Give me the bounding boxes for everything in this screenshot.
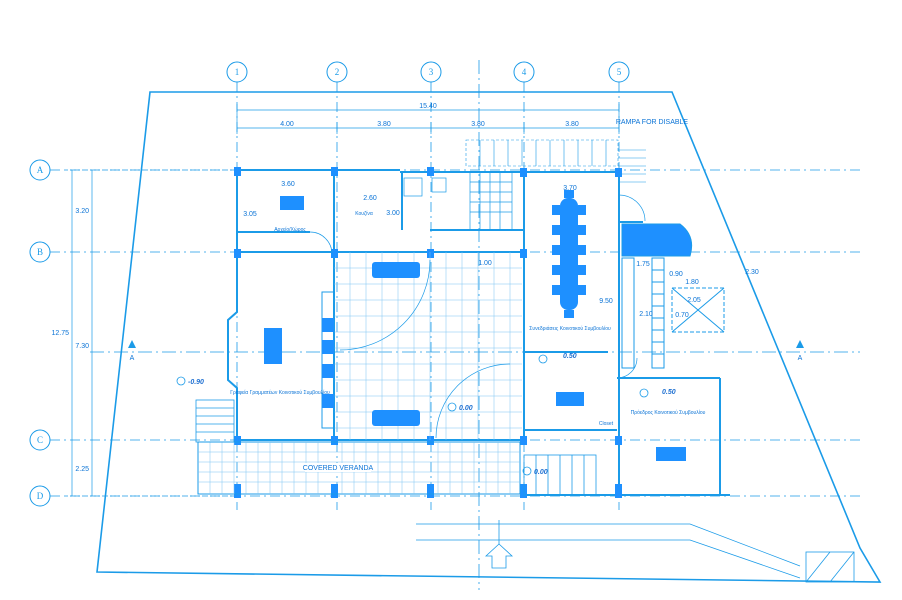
dim-vertical-3: 2.25 <box>75 466 89 473</box>
grid-row-b: B <box>37 247 43 257</box>
dim-room-7: 9.50 <box>599 298 613 305</box>
grid-col-2: 2 <box>335 67 340 77</box>
grid-col-5: 5 <box>617 67 622 77</box>
hall-floor-grid <box>334 252 522 440</box>
room-office-right: Πρόεδρος Κοινοτικού Συμβουλίου <box>631 409 706 416</box>
room-archive: Αρχείο/Χώρος <box>274 226 306 233</box>
dim-span-2: 3.80 <box>377 121 391 128</box>
elevation-office-right: 0.50 <box>662 389 676 396</box>
door-swings <box>309 194 646 439</box>
building-walls <box>227 169 730 496</box>
dim-room-4: 3.00 <box>386 210 400 217</box>
grid-col-4: 4 <box>522 67 527 77</box>
closet-label: Closet <box>599 421 614 427</box>
elevation-left: -0.90 <box>188 379 204 386</box>
dim-total-vertical: 12.75 <box>51 330 69 337</box>
dim-span-4: 3.80 <box>565 121 579 128</box>
dim-room-2: 2.60 <box>363 195 377 202</box>
dim-room-14: 2.30 <box>745 269 759 276</box>
dim-room-8: 1.75 <box>636 261 650 268</box>
room-office-left: Γραφεία Γραμματέων Κοινοτικού Συμβουλίου <box>230 389 330 396</box>
top-stairs <box>465 139 646 183</box>
grid-row-c: C <box>37 435 43 445</box>
dim-vertical-2: 7.30 <box>75 343 89 350</box>
section-a-right: A <box>798 355 803 362</box>
section-markers <box>128 340 804 348</box>
dim-room-13: 0.70 <box>675 312 689 319</box>
dim-room-6: 1.00 <box>478 260 492 267</box>
elevation-markers <box>176 354 649 476</box>
veranda-label: COVERED VERANDA <box>303 465 374 472</box>
dim-overall: 15.40 <box>419 103 437 110</box>
structural-columns <box>234 167 622 498</box>
elevation-entrance: 0.00 <box>534 469 548 476</box>
wc-area <box>403 171 513 231</box>
room-kitchen: Κουζίνα <box>355 211 373 217</box>
dim-room-5: 3.70 <box>563 185 577 192</box>
grid-col-3: 3 <box>429 67 434 77</box>
ramp-label: RAMPA FOR DISABLE <box>616 119 689 126</box>
left-dimensions <box>66 169 236 497</box>
dim-span-3: 3.80 <box>471 121 485 128</box>
meeting-table <box>552 190 586 318</box>
lift-shaft <box>621 223 725 369</box>
room-meeting: Συνεδριάσεις Κοινοτικού Συμβουλίου <box>529 325 611 332</box>
grid-row-a: A <box>37 165 44 175</box>
dim-room-3: 3.05 <box>243 211 257 218</box>
dim-room-10: 1.80 <box>685 279 699 286</box>
dim-span-1: 4.00 <box>280 121 294 128</box>
top-dimensions <box>236 104 620 134</box>
section-a-left: A <box>130 355 135 362</box>
elevation-hall: 0.00 <box>459 405 473 412</box>
veranda-label-bg <box>305 463 371 472</box>
grid-columns <box>226 60 630 590</box>
site-boundary <box>96 91 882 583</box>
dim-room-1: 3.60 <box>281 181 295 188</box>
grid-col-1: 1 <box>235 67 240 77</box>
entrance-ramp <box>195 399 855 583</box>
elevation-meeting: 0.50 <box>563 353 577 360</box>
dim-room-12: 2.05 <box>687 297 701 304</box>
dim-vertical-1: 3.20 <box>75 208 89 215</box>
desks <box>264 196 686 461</box>
grid-row-d: D <box>37 491 44 501</box>
grid-rows <box>29 159 860 507</box>
dim-room-9: 0.90 <box>669 271 683 278</box>
dim-room-11: 2.10 <box>639 311 653 318</box>
